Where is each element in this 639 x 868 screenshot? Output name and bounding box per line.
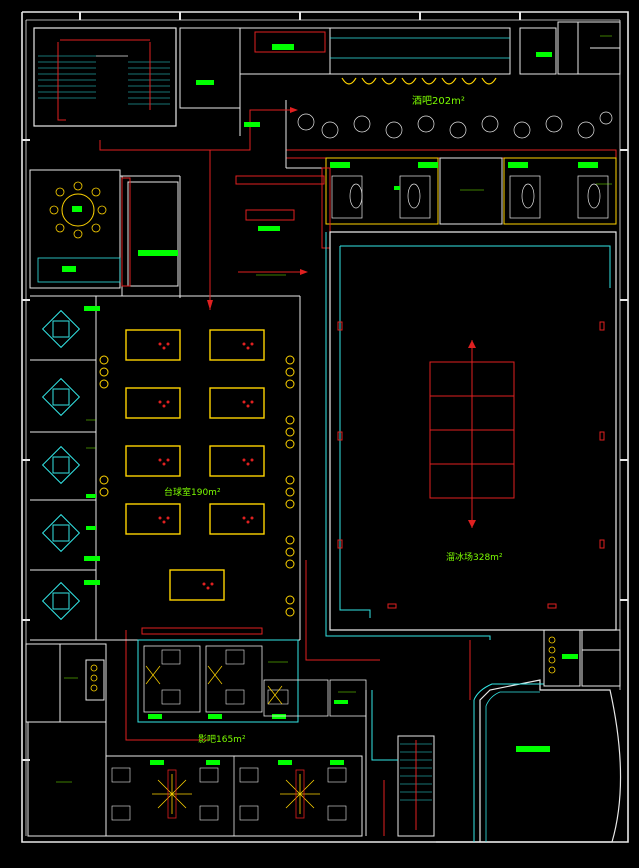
cinema-booths-south (105, 755, 363, 837)
red-partitions (121, 167, 331, 287)
column-ticks (22, 12, 628, 761)
banquet-room (29, 169, 121, 289)
stair-block-north (33, 27, 177, 127)
east-service-rooms (543, 629, 621, 687)
bar-lounge-tables (297, 111, 613, 139)
stair-block-south (365, 690, 435, 837)
cinema-rooms (137, 639, 367, 723)
bar-booths (325, 157, 617, 225)
billiard-tables (125, 329, 265, 601)
billiard-balls (158, 342, 254, 590)
skating-area-label: 溜冰场328m² (446, 551, 503, 563)
curved-lobby (436, 679, 622, 843)
small-annotations (56, 35, 612, 783)
marker (138, 250, 178, 256)
flow-arrows (207, 107, 308, 310)
bar-area-label: 酒吧202m² (412, 95, 465, 107)
private-rooms (30, 296, 100, 641)
north-rooms (179, 21, 621, 109)
marker (562, 654, 578, 659)
billiards-area-label: 台球室190m² (164, 486, 221, 498)
service-rooms-southwest (25, 643, 107, 837)
billiard-seats (99, 355, 295, 617)
wc-fixtures (90, 664, 98, 692)
east-fixtures (548, 636, 556, 674)
cinema-area-label: 影吧165m² (198, 734, 246, 745)
bar-stools (341, 77, 497, 85)
outer-walls (21, 11, 629, 843)
green-markers (86, 44, 552, 704)
circulation-lines (99, 109, 471, 741)
skating-rink (325, 231, 617, 640)
